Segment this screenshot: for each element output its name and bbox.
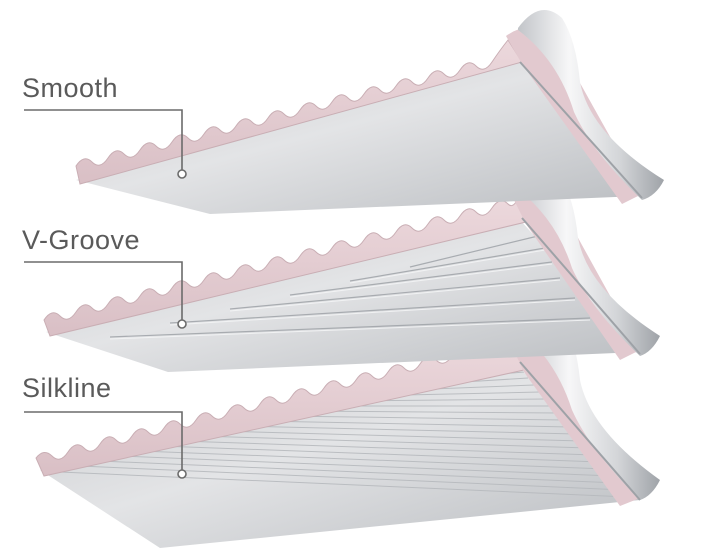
label-silkline: Silkline [22, 373, 112, 403]
panel-foam-edge [75, 39, 523, 185]
panel-vgroove [43, 168, 660, 372]
panel-end-rib [516, 168, 660, 356]
panel-silkline [35, 311, 660, 548]
leader-smooth [24, 109, 187, 179]
panel-smooth [75, 10, 664, 214]
panel-face [76, 62, 640, 214]
panel-face [40, 368, 640, 548]
leader-silkline [24, 411, 187, 479]
vgroove-lines [109, 235, 591, 338]
label-vgroove: V-Groove [22, 225, 141, 255]
panel-end-rib [518, 10, 664, 200]
label-smooth: Smooth [22, 73, 119, 103]
leader-vgroove [24, 261, 187, 329]
panel-foam-edge [35, 338, 525, 477]
panel-end-rib [520, 311, 660, 500]
panel-foam-edge [43, 200, 527, 337]
